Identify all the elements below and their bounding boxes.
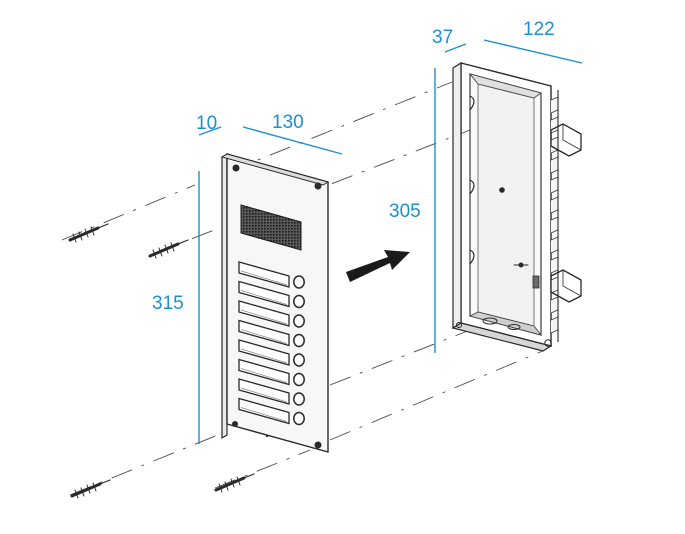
panel-hole-bottom-right (314, 441, 322, 449)
dimension-box-depth: 37 (432, 27, 467, 53)
screw-top-right (148, 239, 189, 259)
microphone-hole (265, 434, 269, 438)
dim-label-panel-height: 315 (152, 293, 184, 314)
name-slot (238, 319, 290, 347)
panel-hole-top-left (232, 164, 240, 172)
screw-bottom-right (214, 473, 255, 493)
cable-entry (482, 317, 498, 325)
box-side-ribs (550, 90, 559, 342)
name-slot (238, 378, 290, 405)
dimension-box-width: 122 (483, 19, 583, 64)
panel-side-face (221, 152, 228, 440)
name-slot (238, 300, 290, 327)
name-slot (238, 358, 290, 386)
call-button (293, 353, 305, 367)
panel-hole-top-right (314, 182, 322, 190)
back-box (451, 61, 582, 352)
screw-top-left (68, 223, 109, 243)
name-slot (238, 397, 290, 425)
box-clip-top (550, 123, 582, 157)
box-hole-upper (499, 187, 505, 193)
dimension-panel-height: 315 (152, 171, 200, 444)
name-slot (238, 280, 290, 308)
name-slot (238, 339, 290, 366)
dim-label-box-width: 122 (523, 19, 555, 40)
box-clip-bottom (550, 269, 582, 303)
speaker-grille (240, 204, 302, 251)
screw-bottom-left (70, 479, 111, 499)
panel-hole-bottom-left (232, 421, 238, 427)
dimension-box-height: 305 (389, 68, 436, 353)
dim-label-panel-width: 130 (272, 112, 304, 133)
call-button (293, 333, 305, 348)
name-slot-column (238, 261, 305, 426)
dim-label-box-depth: 37 (432, 27, 453, 48)
dim-label-panel-thickness: 10 (196, 113, 217, 134)
dim-label-box-height: 305 (389, 201, 421, 222)
call-button (293, 392, 305, 406)
name-slot (238, 261, 290, 288)
call-button (293, 372, 305, 387)
front-panel (220, 152, 330, 453)
call-button (293, 411, 305, 426)
call-button (293, 275, 305, 289)
call-button (293, 314, 305, 328)
dimension-panel-width: 130 (242, 112, 343, 155)
dimension-panel-thickness: 10 (196, 113, 222, 136)
assembly-arrow (346, 250, 410, 282)
call-button (293, 294, 305, 309)
